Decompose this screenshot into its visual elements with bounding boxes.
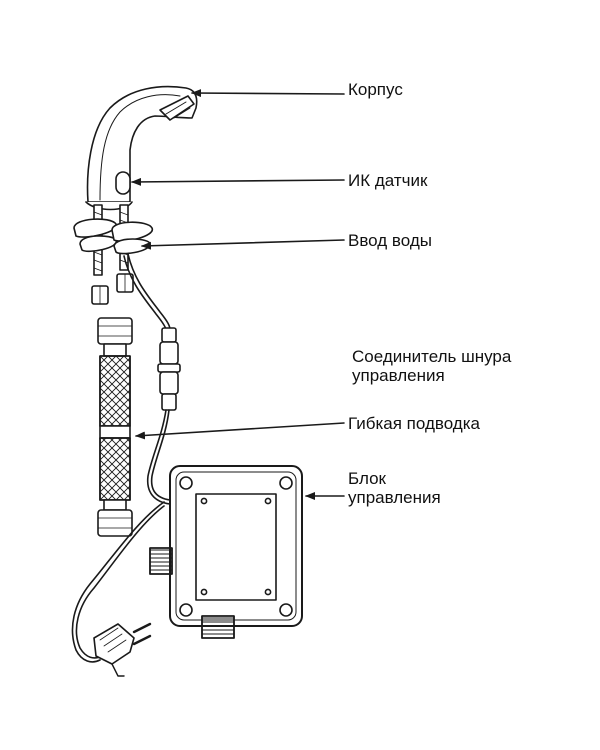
control-box [149, 465, 303, 639]
faucet-body [85, 85, 198, 211]
label-hose: Гибкая подводка [348, 414, 480, 433]
label-control-box-line2: управления [348, 488, 441, 507]
mounting-nuts [91, 273, 134, 305]
label-control-box-line1: Блок [348, 469, 386, 488]
ir-sensor-window [115, 171, 131, 195]
label-cable-connector: Соединитель шнура управления [352, 347, 511, 385]
leader-body [191, 89, 345, 98]
label-ir-sensor-text: ИК датчик [348, 171, 428, 190]
cable-connector [146, 327, 181, 505]
label-ir-sensor: ИК датчик [348, 171, 427, 190]
label-cable-connector-line1: Соединитель шнура [352, 347, 512, 366]
leader-ir-sensor [131, 177, 345, 186]
leader-lines [131, 89, 345, 500]
leader-hose [135, 422, 345, 440]
label-water-inlet: Ввод воды [348, 231, 432, 250]
power-cord [71, 501, 165, 663]
label-hose-text: Гибкая подводка [348, 414, 480, 433]
flexible-hose [97, 317, 133, 537]
label-control-box: Блок управления [348, 469, 441, 507]
power-plug [93, 622, 152, 677]
leader-water-inlet [141, 239, 345, 250]
washers [73, 218, 153, 255]
label-body-text: Корпус [348, 80, 403, 99]
label-water-inlet-text: Ввод воды [348, 231, 432, 250]
label-body: Корпус [348, 80, 403, 99]
label-cable-connector-line2: управления [352, 366, 445, 385]
